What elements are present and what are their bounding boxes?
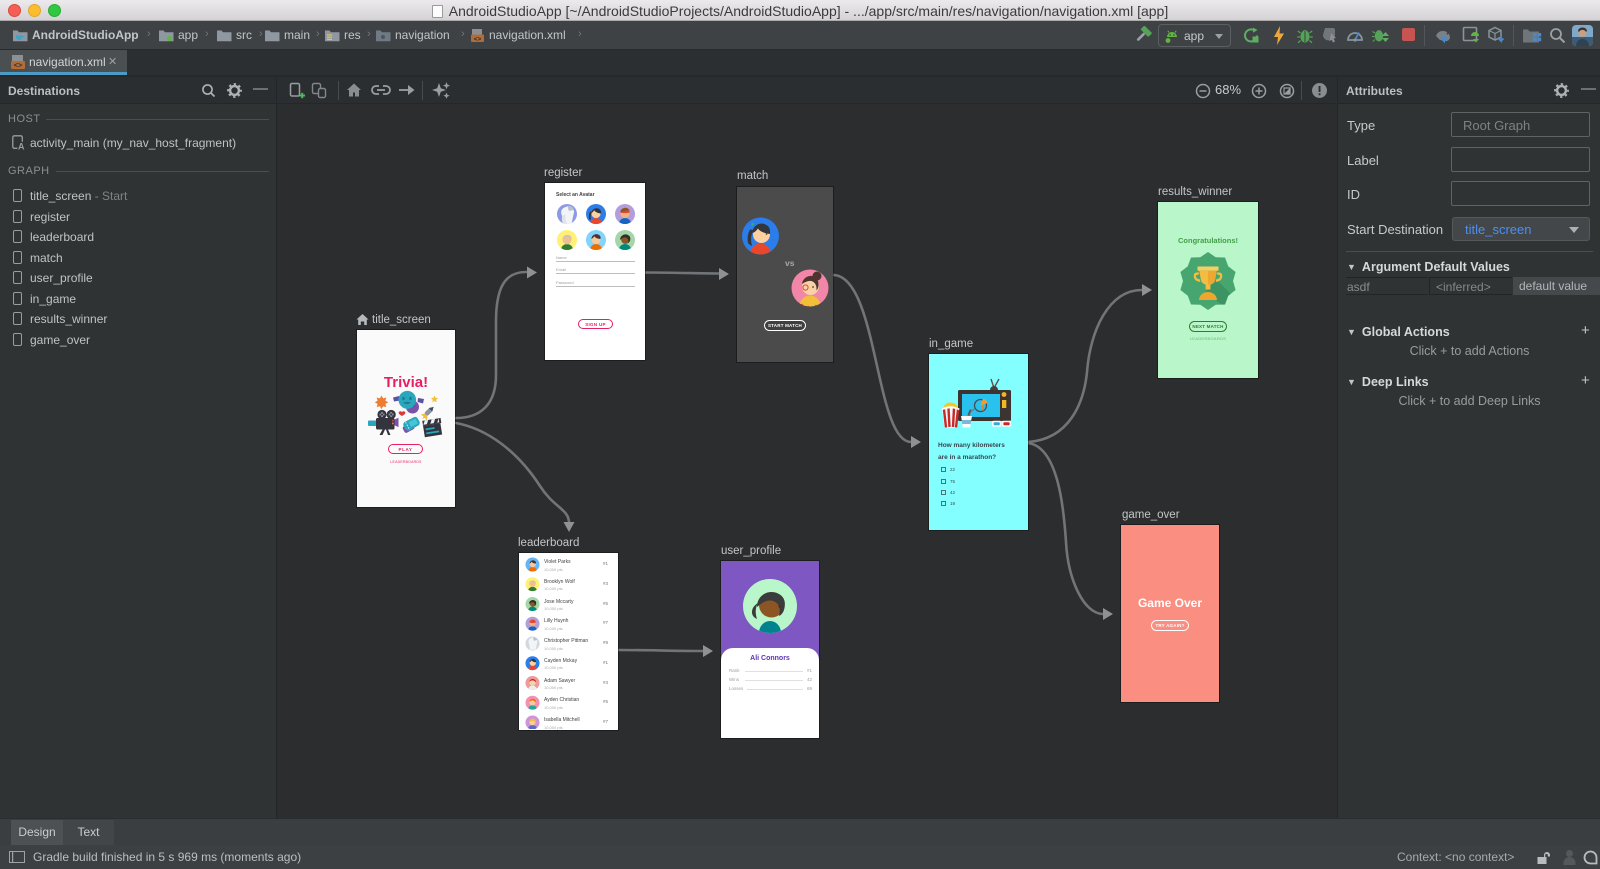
svg-text:vs: vs bbox=[785, 258, 795, 268]
svg-text:A: A bbox=[18, 142, 25, 150]
svg-text:<>: <> bbox=[474, 36, 482, 43]
svg-text:<>: <> bbox=[14, 63, 22, 70]
